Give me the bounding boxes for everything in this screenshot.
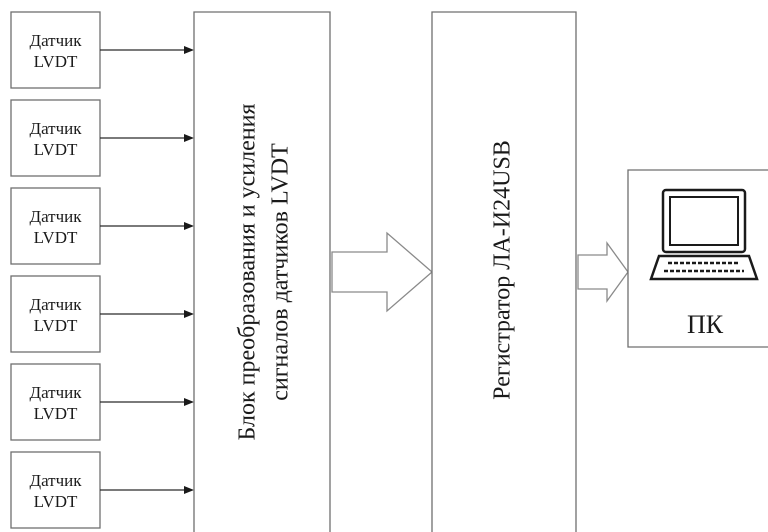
sensor-3-line1: Датчик (29, 207, 82, 226)
sensor-box-3: Датчик LVDT (10, 187, 101, 265)
wire-5-arrowhead (184, 398, 194, 406)
converter-block: Блок преобразования и усиления сигналов … (193, 11, 331, 532)
sensor-box-1: Датчик LVDT (10, 11, 101, 89)
sensor-3-line2: LVDT (34, 228, 78, 247)
wire-2-arrowhead (184, 134, 194, 142)
sensor-6-line1: Датчик (29, 471, 82, 490)
sensor-2-line2: LVDT (34, 140, 78, 159)
arrow-registrar-to-pc (577, 240, 629, 304)
pc-block: ПК (627, 169, 768, 348)
sensor-1-line1: Датчик (29, 31, 82, 50)
sensor-box-5: Датчик LVDT (10, 363, 101, 441)
sensor-5-line2: LVDT (34, 404, 78, 423)
converter-label-line2: сигналов датчиков LVDT (268, 143, 294, 401)
sensor-5-line1: Датчик (29, 383, 82, 402)
laptop-icon (649, 188, 759, 281)
sensor-6-line2: LVDT (34, 492, 78, 511)
pc-label: ПК (687, 310, 724, 339)
sensor-2-line1: Датчик (29, 119, 82, 138)
sensor-wires (100, 46, 194, 494)
sensor-box-2: Датчик LVDT (10, 99, 101, 177)
registrar-block: Регистратор ЛА-И24USB (431, 11, 577, 532)
registrar-label: Регистратор ЛА-И24USB (490, 140, 516, 400)
sensor-box-6: Датчик LVDT (10, 451, 101, 529)
sensor-4-line1: Датчик (29, 295, 82, 314)
wire-1-arrowhead (184, 46, 194, 54)
arrow-converter-to-registrar (331, 231, 433, 313)
sensor-box-4: Датчик LVDT (10, 275, 101, 353)
wire-3-arrowhead (184, 222, 194, 230)
sensor-1-line2: LVDT (34, 52, 78, 71)
converter-label-line1: Блок преобразования и усиления (235, 104, 261, 441)
wire-6-arrowhead (184, 486, 194, 494)
sensor-4-line2: LVDT (34, 316, 78, 335)
wire-4-arrowhead (184, 310, 194, 318)
